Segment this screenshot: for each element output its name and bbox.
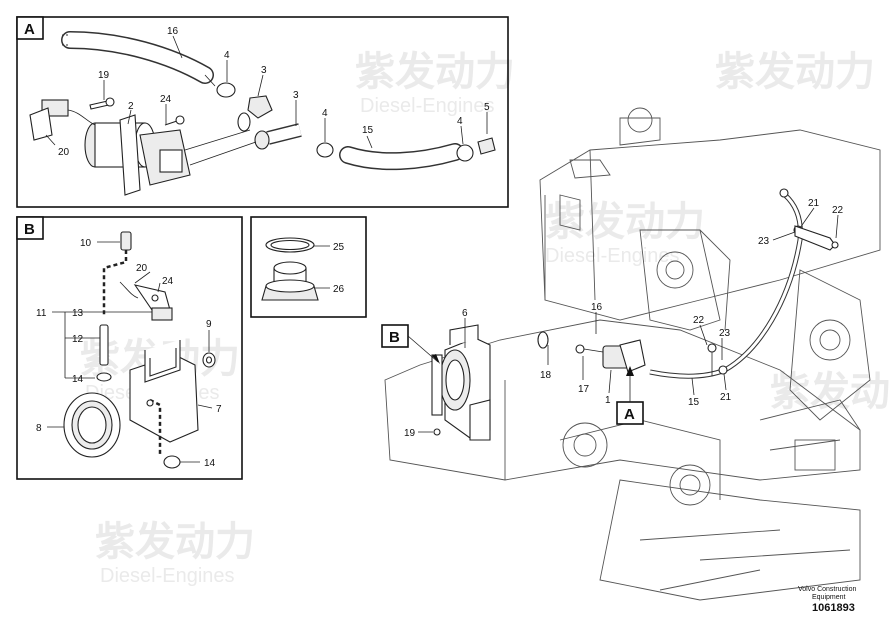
drawing-number: 1061893 <box>812 602 855 614</box>
callout-a3m: 3 <box>293 90 299 101</box>
callout-a2: 2 <box>128 101 134 112</box>
callout-b14a: 14 <box>72 374 84 385</box>
watermark-en: Diesel-Engines <box>545 245 680 267</box>
panel-a-letter: A <box>24 21 35 38</box>
callout-b20: 20 <box>136 263 148 274</box>
callout-m22m: 22 <box>693 315 705 326</box>
callout-a4m: 4 <box>322 108 328 119</box>
callout-m17: 17 <box>578 384 590 395</box>
callout-m18: 18 <box>540 370 552 381</box>
watermark-cn: 紫发动力 <box>545 200 705 244</box>
callout-b9: 9 <box>206 319 212 330</box>
watermarks: 紫发动力 Diesel-Engines 紫发动力 Diesel-Engines … <box>80 50 890 587</box>
detail-panel-b: B 10 20 24 11 13 12 <box>16 216 243 480</box>
callout-a4t: 4 <box>224 50 230 61</box>
callout-a4r: 4 <box>457 116 463 127</box>
callout-m1: 1 <box>605 395 611 406</box>
callout-a19: 19 <box>98 70 110 81</box>
callout-m15: 15 <box>688 397 700 408</box>
watermark-cn: 紫发动力 <box>715 50 875 94</box>
callout-m23m: 23 <box>719 328 731 339</box>
brand-line-2: Equipment <box>812 594 846 601</box>
callout-a3t: 3 <box>261 65 267 76</box>
machine-frame <box>384 107 881 601</box>
callout-b24: 24 <box>162 276 174 287</box>
main-label-a: A <box>624 406 635 423</box>
callout-m23t: 23 <box>758 236 770 247</box>
callout-c26: 26 <box>333 284 345 295</box>
callout-a5: 5 <box>484 102 490 113</box>
callout-b11: 11 <box>36 308 47 319</box>
callout-m21m: 21 <box>720 392 732 403</box>
callout-b12: 12 <box>72 334 84 345</box>
callout-c25: 25 <box>333 242 345 253</box>
main-label-b: B <box>389 329 400 346</box>
callout-m21t: 21 <box>808 198 820 209</box>
callout-b8: 8 <box>36 423 42 434</box>
watermark-en: Diesel-Engines <box>100 565 235 587</box>
main-callouts: B A 21 22 23 6 16 22 23 18 17 1 15 21 19 <box>381 198 844 439</box>
callout-a16: 16 <box>167 26 179 37</box>
detail-panel-c: 25 26 <box>250 216 367 318</box>
callout-a24: 24 <box>160 94 172 105</box>
main-clamps <box>707 188 839 376</box>
watermark-cn: 紫发动力 <box>355 50 515 94</box>
callout-b13: 13 <box>72 308 84 319</box>
callout-m19: 19 <box>404 428 416 439</box>
callout-b7: 7 <box>216 404 222 415</box>
watermark-cn: 紫发动力 <box>95 520 255 564</box>
callout-a15: 15 <box>362 125 374 136</box>
callout-b10: 10 <box>80 238 92 249</box>
callout-a20: 20 <box>58 147 70 158</box>
callout-b14b: 14 <box>204 458 216 469</box>
detail-panel-a: A <box>16 16 509 208</box>
callout-m22t: 22 <box>832 205 844 216</box>
main-valve <box>433 339 646 436</box>
brand-line-1: Volvo Construction <box>798 586 856 593</box>
main-hoses <box>484 193 803 379</box>
footer: Volvo Construction Equipment 1061893 <box>798 586 856 614</box>
callout-m16: 16 <box>591 302 603 313</box>
panel-b-letter: B <box>24 221 35 238</box>
callout-m6: 6 <box>462 308 468 319</box>
watermark-en: Diesel-Engines <box>360 95 495 117</box>
main-heater <box>431 324 491 441</box>
